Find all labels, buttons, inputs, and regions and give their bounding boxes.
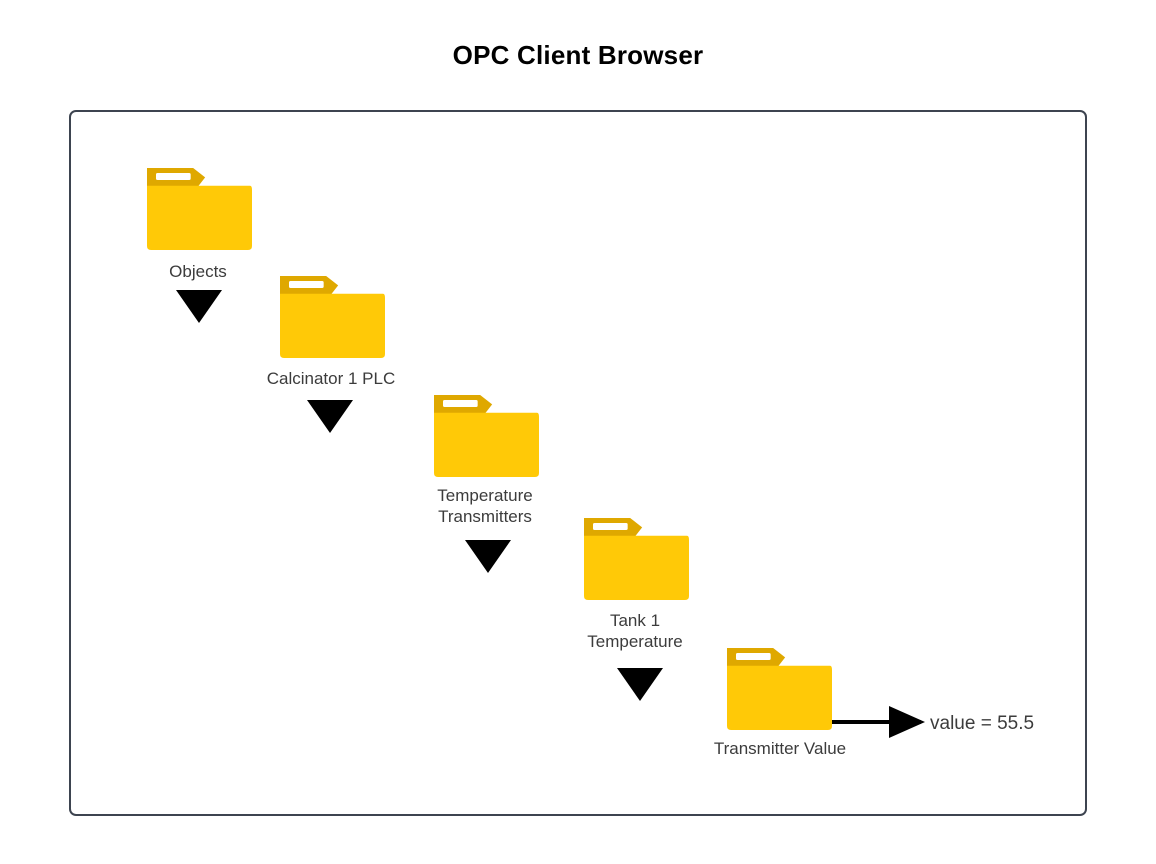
folder-body: [727, 665, 832, 730]
folder-body: [280, 293, 385, 358]
tree-node-transmitter-value[interactable]: [725, 645, 832, 730]
tree-node-objects[interactable]: [145, 165, 252, 250]
folder-slot: [736, 653, 771, 660]
tree-node-calcinator-1-plc[interactable]: [278, 273, 385, 358]
tree-node-label-tank-1-temperature: Tank 1 Temperature: [587, 611, 683, 651]
connector-temperature-to-tank: [465, 540, 511, 573]
folder-body: [584, 535, 689, 600]
tree-node-label-temperature-transmitters: Temperature Transmitters: [437, 486, 533, 526]
folder-icon: [280, 276, 385, 358]
tree-node-label-objects: Objects: [169, 262, 227, 281]
tree-node-label-calcinator-1-plc: Calcinator 1 PLC: [266, 369, 396, 388]
folder-body: [434, 412, 539, 477]
folder-slot: [593, 523, 628, 530]
folder-icon: [147, 168, 252, 250]
folder-slot: [289, 281, 324, 288]
folder-icon: [727, 648, 832, 730]
folder-icon: [434, 395, 539, 477]
connector-tank-to-transmitter: [617, 668, 663, 701]
page-title: OPC Client Browser: [452, 40, 704, 70]
folder-body: [147, 185, 252, 250]
folder-slot: [156, 173, 191, 180]
folder-slot: [443, 400, 478, 407]
value-readout-label: value = 55.5: [930, 713, 1035, 734]
connector-calcinator-to-temperature: [307, 400, 353, 433]
connector-objects-to-calcinator: [176, 290, 222, 323]
tree-node-temperature-transmitters[interactable]: [432, 392, 539, 477]
tree-node-tank-1-temperature[interactable]: [582, 515, 689, 600]
folder-icon: [584, 518, 689, 600]
tree-node-label-transmitter-value: Transmitter Value: [713, 739, 847, 758]
